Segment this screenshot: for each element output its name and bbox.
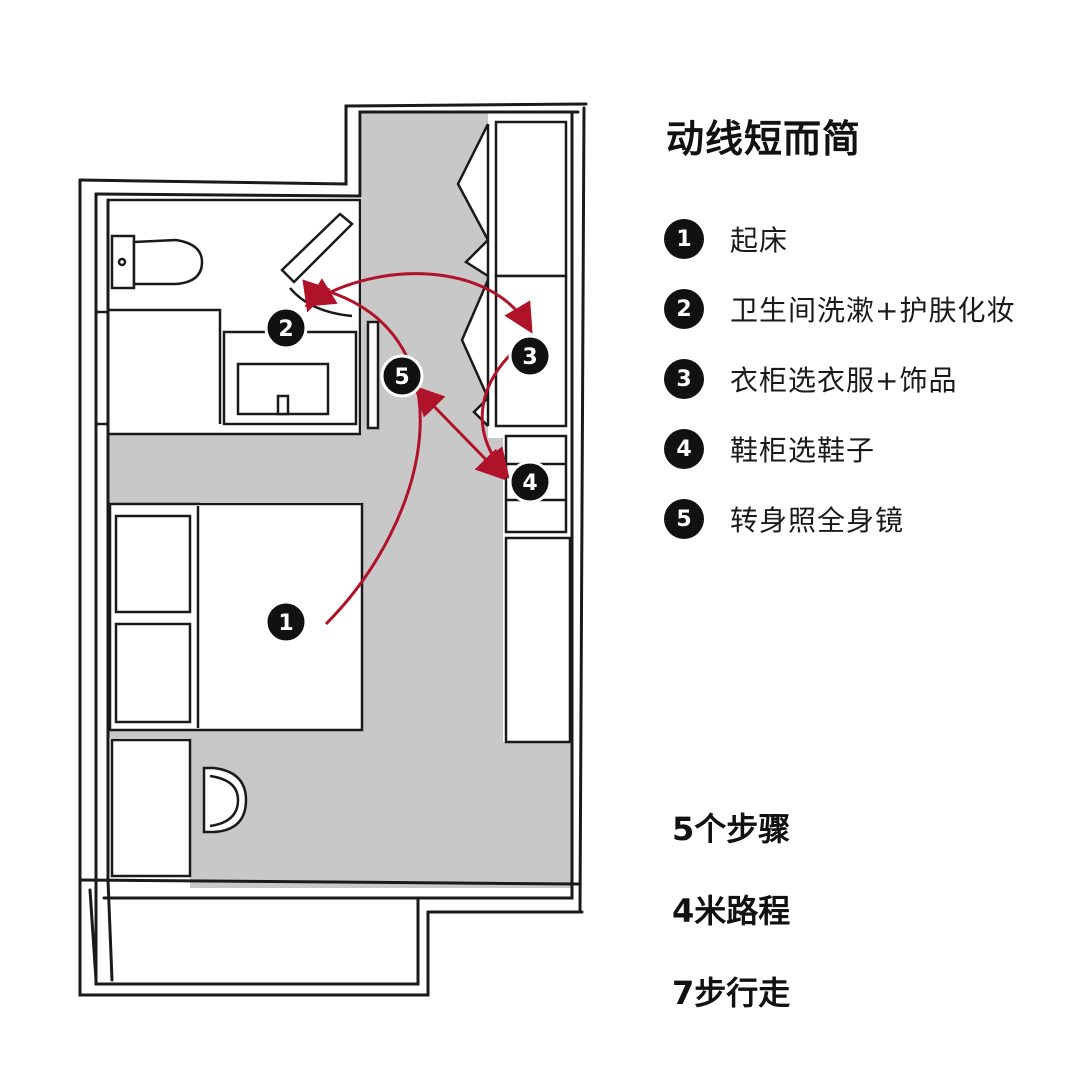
marker-5-circle (380, 354, 424, 398)
marker-1-label: 1 (278, 611, 293, 636)
legend-item: 4 鞋柜选鞋子 (664, 414, 1015, 484)
bathroom-door (280, 212, 354, 284)
legend-item: 1 起床 (664, 204, 1015, 274)
legend-item: 2 卫生间洗漱+护肤化妆 (664, 274, 1015, 344)
legend-list: 1 起床 2 卫生间洗漱+护肤化妆 3 衣柜选衣服+饰品 4 鞋柜选鞋子 5 转… (664, 204, 1015, 554)
path-bathroom-to-wardrobe (304, 272, 533, 334)
legend-badge: 4 (664, 429, 704, 469)
desk (110, 738, 192, 878)
marker-3-circle (508, 334, 552, 378)
legend-badge: 5 (664, 499, 704, 539)
bathroom (96, 198, 380, 436)
marker-4-label: 4 (522, 471, 537, 496)
marker-2-label: 2 (278, 317, 293, 342)
summary-stats: 5个步骤 4米路程 7步行走 (672, 786, 790, 1032)
full-length-mirror (366, 320, 380, 430)
legend-item: 5 转身照全身镜 (664, 484, 1015, 554)
step-markers: 1 2 3 4 5 (264, 306, 552, 644)
legend-badge: 1 (664, 219, 704, 259)
legend-label: 卫生间洗漱+护肤化妆 (730, 294, 1016, 327)
marker-1-circle (264, 600, 308, 644)
marker-2-circle (264, 306, 308, 350)
legend-title: 动线短而简 (666, 117, 862, 161)
chair (202, 766, 248, 834)
legend-badge: 2 (664, 289, 704, 329)
stat-steps: 5个步骤 (672, 810, 791, 848)
bed (108, 502, 364, 732)
legend-item: 3 衣柜选衣服+饰品 (664, 344, 1015, 414)
legend-label: 起床 (730, 224, 789, 257)
path-shoes-to-mirror (413, 385, 507, 481)
stat-walk: 7步行走 (672, 974, 791, 1012)
legend-label: 转身照全身镜 (730, 504, 905, 537)
toilet-bowl-shape (132, 238, 204, 286)
marker-5-label: 5 (394, 365, 409, 390)
legend-badge: 3 (664, 359, 704, 399)
marker-4-circle (508, 460, 552, 504)
legend-label: 鞋柜选鞋子 (730, 434, 876, 467)
tall-cabinet (504, 536, 572, 744)
stat-distance: 4米路程 (672, 892, 791, 930)
legend-label: 衣柜选衣服+饰品 (730, 364, 958, 397)
floor-plan: 1 2 3 4 5 (78, 102, 588, 997)
marker-3-label: 3 (522, 345, 537, 370)
